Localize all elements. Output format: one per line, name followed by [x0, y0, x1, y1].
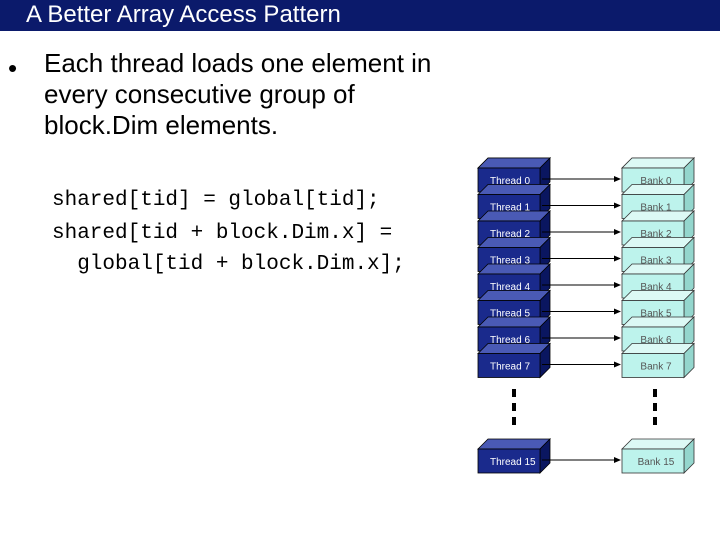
- thread-label: Thread 6: [490, 335, 530, 346]
- thread-label: Thread 7: [490, 362, 530, 373]
- title-bar: A Better Array Access Pattern: [0, 0, 720, 31]
- bullet-marker: •: [8, 53, 18, 83]
- bank-box: Bank 7: [621, 342, 695, 379]
- bank-label: Bank 1: [640, 203, 672, 214]
- thread-label: Thread 4: [490, 282, 530, 293]
- thread-label: Thread 5: [490, 309, 530, 320]
- bank-label: Bank 0: [640, 176, 672, 187]
- thread-label: Thread 2: [490, 229, 530, 240]
- thread-label: Thread 15: [490, 457, 536, 468]
- bank-label: Bank 6: [640, 335, 672, 346]
- code-line-2: shared[tid + block.Dim.x] =: [52, 222, 393, 245]
- bank-label: Bank 3: [640, 256, 672, 267]
- bullet-text: Each thread loads one element in every c…: [44, 48, 432, 140]
- thread-ellipsis-dot: [512, 417, 516, 425]
- thread-label: Thread 1: [490, 203, 530, 214]
- page-title: A Better Array Access Pattern: [26, 1, 341, 28]
- bank-label: Bank 4: [640, 282, 672, 293]
- bank-label: Bank 7: [640, 362, 672, 373]
- code-line-1: shared[tid] = global[tid];: [52, 189, 380, 212]
- thread-label: Thread 0: [490, 176, 530, 187]
- thread-label: Thread 3: [490, 256, 530, 267]
- thread-box: Thread 7: [477, 342, 551, 379]
- thread-ellipsis-dot: [512, 389, 516, 397]
- thread-ellipsis-dot: [512, 403, 516, 411]
- thread-box-last: Thread 15: [477, 438, 551, 474]
- bank-label: Bank 5: [640, 309, 672, 320]
- bank-box-last: Bank 15: [621, 438, 695, 474]
- bank-ellipsis-dot: [653, 403, 657, 411]
- code-line-3: global[tid + block.Dim.x];: [52, 253, 405, 276]
- bank-ellipsis-dot: [653, 417, 657, 425]
- bank-ellipsis-dot: [653, 389, 657, 397]
- bank-label: Bank 15: [638, 457, 675, 468]
- bank-label: Bank 2: [640, 229, 672, 240]
